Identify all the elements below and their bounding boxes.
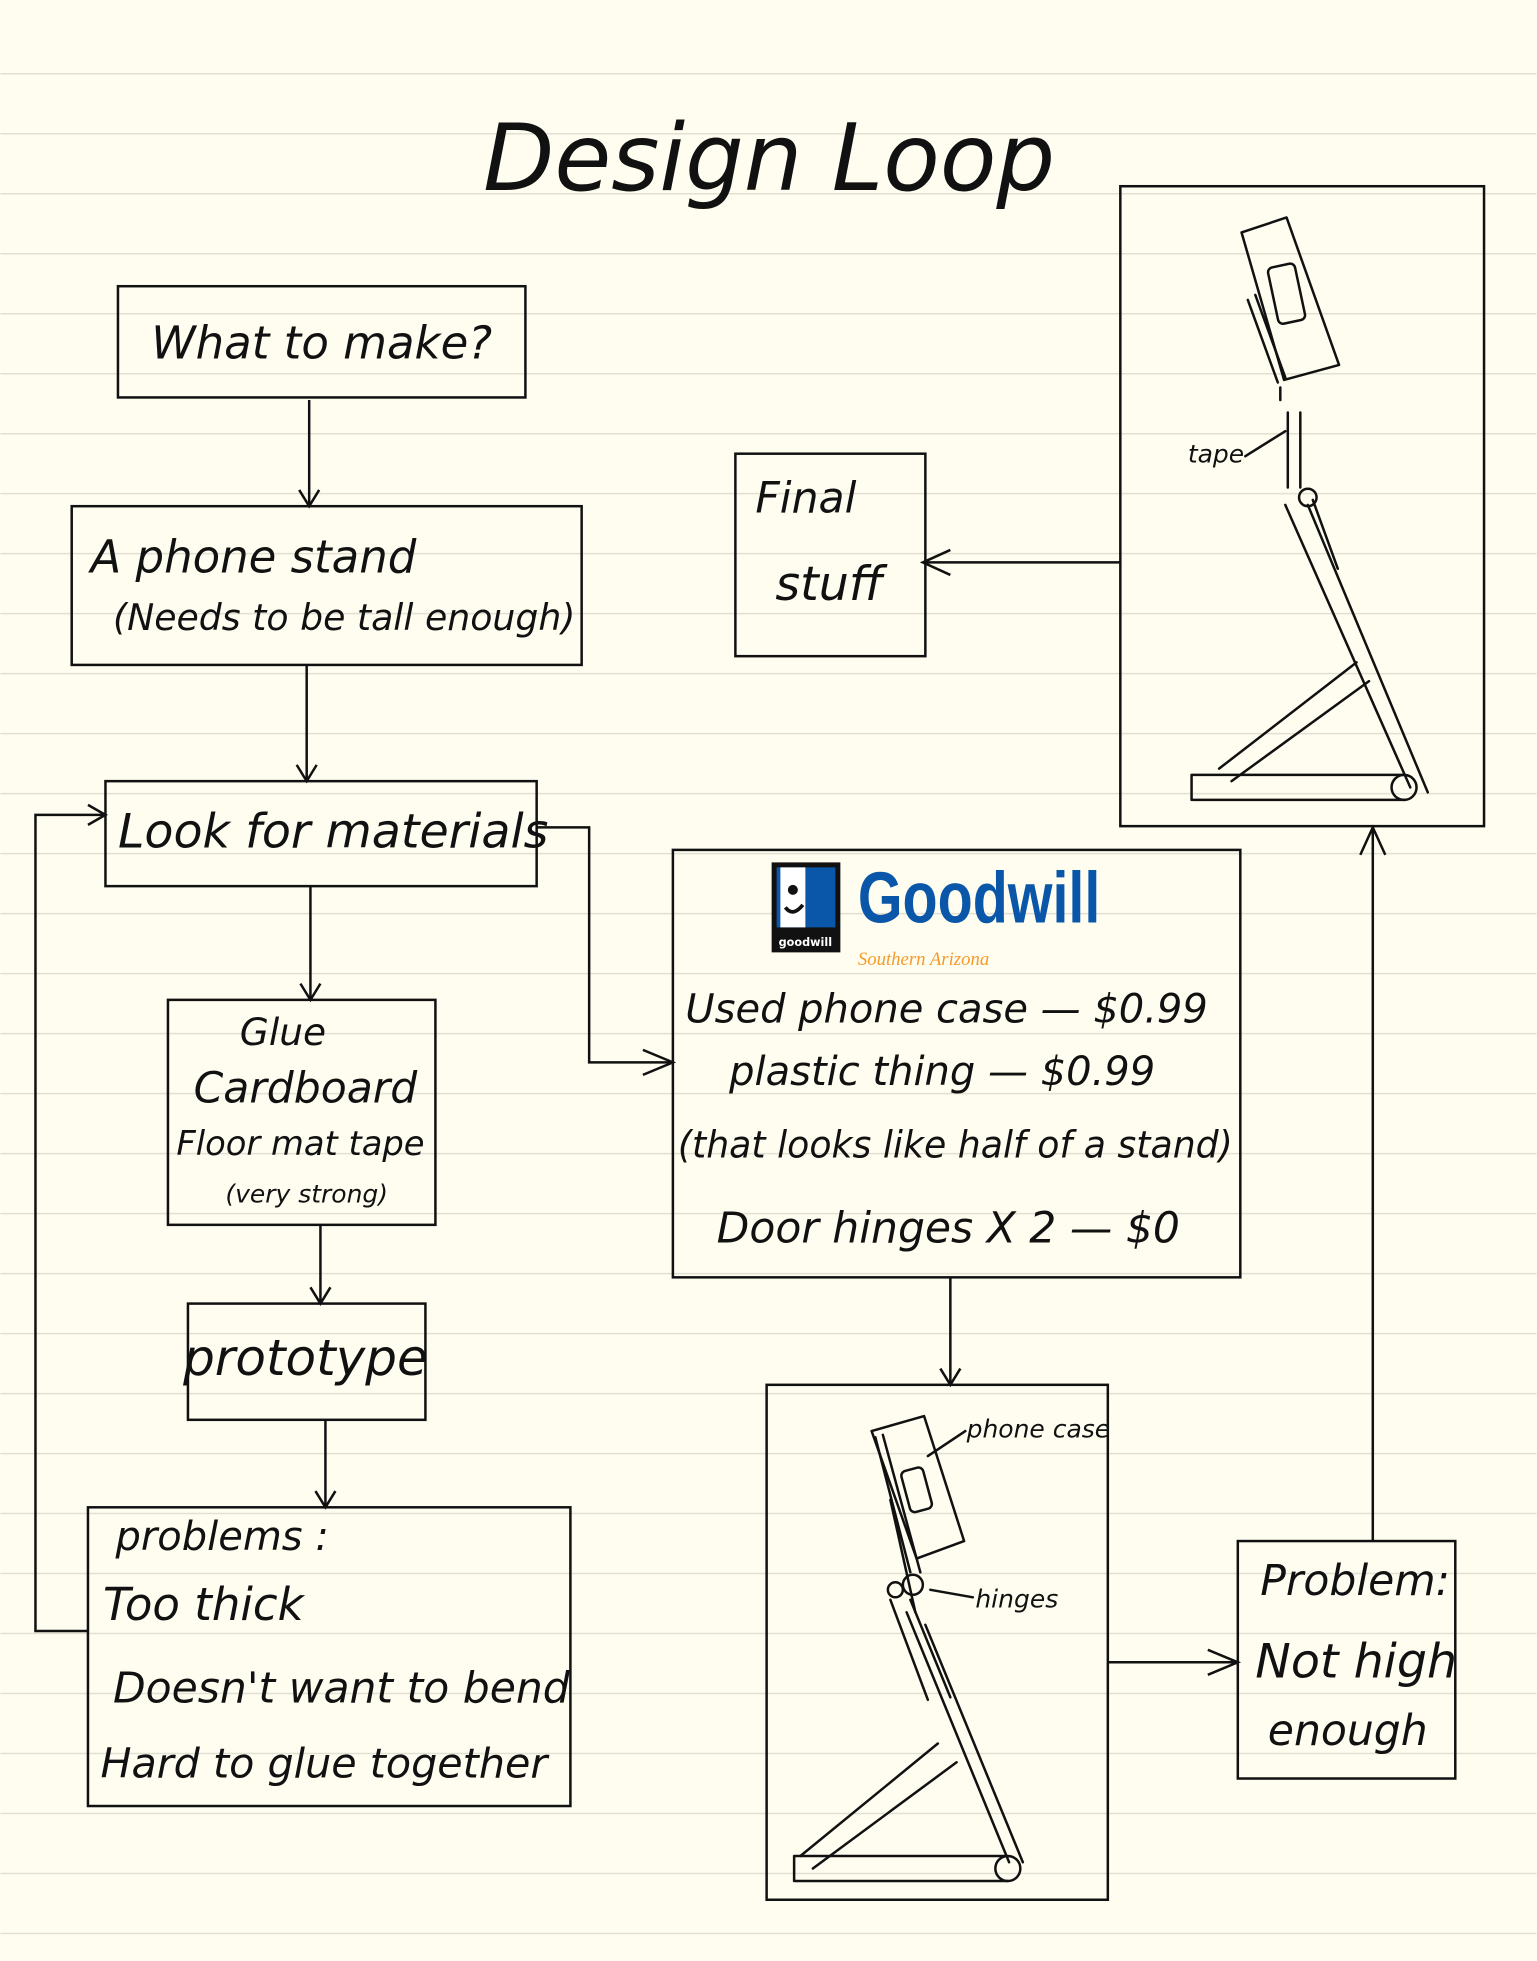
step-look-for-materials: Look for materials bbox=[104, 779, 548, 888]
problems-heading: problems : bbox=[114, 1514, 328, 1560]
step-label: A phone stand bbox=[87, 530, 416, 583]
ruled-lines bbox=[0, 72, 1537, 1935]
step-problems: problems : Too thick Doesn't want to ben… bbox=[86, 1506, 572, 1808]
material-item: (very strong) bbox=[225, 1179, 388, 1208]
arrow bbox=[309, 1224, 332, 1306]
problem-item: Too thick bbox=[103, 1578, 306, 1631]
material-item: Floor mat tape bbox=[176, 1124, 424, 1163]
logo-word: Goodwill bbox=[858, 857, 1100, 938]
logo-small-text: goodwill bbox=[779, 936, 832, 949]
purchase-item: Used phone case — $0.99 bbox=[685, 986, 1207, 1032]
logo-subtitle: Southern Arizona bbox=[858, 949, 989, 970]
step-phone-stand: A phone stand (Needs to be tall enough) bbox=[70, 504, 583, 667]
step-final-stuff: Final stuff bbox=[734, 452, 927, 658]
arrow bbox=[919, 548, 1121, 577]
step-materials-list: Glue Cardboard Floor mat tape (very stro… bbox=[166, 998, 437, 1227]
problem-item: Hard to glue together bbox=[100, 1739, 550, 1787]
arrow bbox=[1107, 1648, 1242, 1676]
purchase-item: plastic thing — $0.99 bbox=[728, 1049, 1155, 1095]
step-label: prototype bbox=[182, 1329, 428, 1387]
step-label: Problem: bbox=[1260, 1557, 1450, 1606]
purchase-item: Door hinges X 2 — $0 bbox=[717, 1204, 1180, 1253]
annotation-phone-case: phone case bbox=[966, 1414, 1111, 1443]
final-sketch: tape bbox=[1119, 184, 1486, 828]
step-label: stuff bbox=[775, 557, 887, 612]
arrow bbox=[298, 399, 321, 509]
prototype-sketch: phone case hinges bbox=[765, 1383, 1111, 1902]
material-item: Cardboard bbox=[194, 1064, 419, 1113]
step-label: (Needs to be tall enough) bbox=[113, 596, 575, 639]
step-label: Final bbox=[755, 474, 856, 523]
goodwill-purchases: goodwill Goodwill Southern Arizona Used … bbox=[671, 848, 1242, 1279]
step-prototype: prototype bbox=[182, 1302, 428, 1422]
problem-item: Doesn't want to bend bbox=[113, 1664, 571, 1713]
loop-back-arrow bbox=[34, 803, 108, 1633]
annotation-hinges: hinges bbox=[975, 1584, 1058, 1613]
step-label: What to make? bbox=[151, 317, 492, 370]
step-what-to-make: What to make? bbox=[116, 284, 527, 399]
annotation-tape: tape bbox=[1188, 439, 1244, 468]
step-label: Look for materials bbox=[118, 804, 548, 859]
step-problem-not-high-enough: Problem: Not high enough bbox=[1236, 1539, 1457, 1780]
arrow bbox=[536, 826, 677, 1077]
arrow bbox=[299, 886, 322, 1003]
goodwill-logo: goodwill Goodwill Southern Arizona bbox=[771, 857, 1100, 970]
purchase-item: (that looks like half of a stand) bbox=[678, 1122, 1233, 1166]
arrow bbox=[314, 1419, 337, 1510]
arrow bbox=[939, 1277, 962, 1388]
step-label: enough bbox=[1268, 1707, 1428, 1756]
page-title: Design Loop bbox=[483, 104, 1055, 212]
step-label: Not high bbox=[1255, 1634, 1457, 1689]
arrow bbox=[295, 664, 318, 784]
arrow bbox=[1359, 824, 1387, 1542]
material-item: Glue bbox=[240, 1010, 326, 1054]
